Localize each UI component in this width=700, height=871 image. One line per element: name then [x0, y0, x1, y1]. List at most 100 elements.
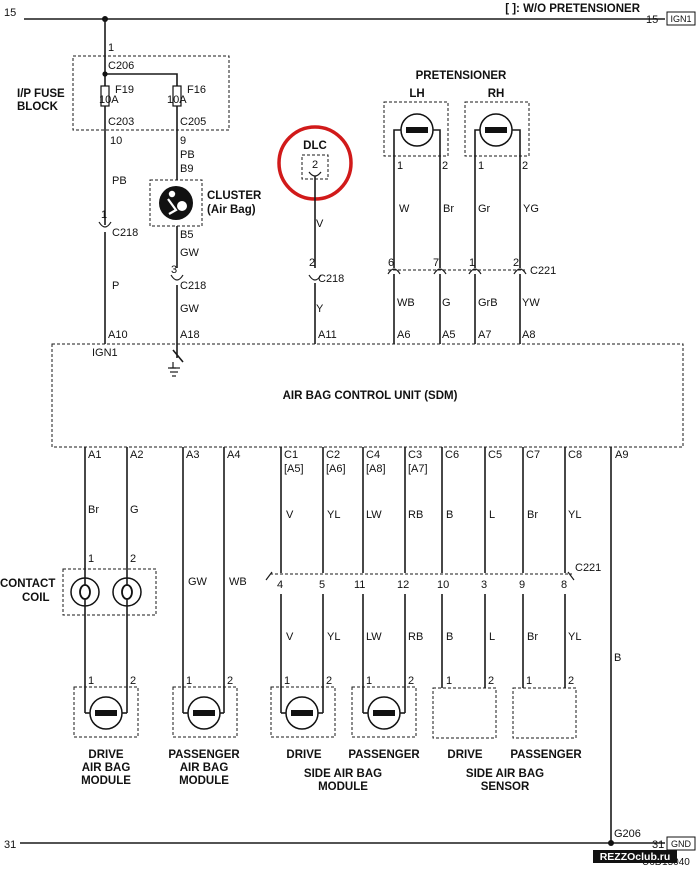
cluster-outline: [149, 179, 203, 227]
c218-pin1-mark: [98, 221, 112, 228]
sdm-pin-a18: A18: [180, 329, 200, 341]
ign-conn-name: C218: [112, 227, 138, 239]
cluster-pin-out: B5: [180, 229, 193, 241]
drive-module-label-3: MODULE: [81, 775, 131, 787]
c1-color-bottom: V: [286, 631, 294, 643]
sdm-pin-a3: A3: [186, 449, 199, 461]
header-circuit-right: 15: [646, 14, 658, 26]
side-pass-module-squib-icon: [363, 696, 405, 730]
sdm-pin-a8: A8: [522, 329, 535, 341]
passenger-module-label-1: PASSENGER: [168, 749, 240, 761]
pretensioner-rh-outline: [464, 101, 530, 157]
side-pass-sensor-outline: [512, 687, 577, 739]
rh-pin-1: 1: [478, 160, 484, 172]
passenger-module-pin-1: 1: [186, 675, 192, 687]
c2-color-top: YL: [327, 509, 340, 521]
lh-wire-1: [393, 129, 401, 268]
cluster-wire-mid-color: GW: [180, 247, 200, 259]
c4-color-top: LW: [366, 509, 382, 521]
pretensioner-lh-label: LH: [409, 88, 424, 100]
sdm-pin-a5: A5: [442, 329, 455, 341]
c221-lower-name: C221: [575, 562, 601, 574]
side-module-group-2: MODULE: [318, 781, 368, 793]
c221-lower-pin-11: 11: [354, 579, 365, 591]
sdm-pin-a9: A9: [615, 449, 628, 461]
sdm-ign-label: IGN1: [92, 347, 118, 359]
sdm-alt-pin-a7: [A7]: [408, 463, 428, 475]
sdm-a3-wire-color: GW: [188, 576, 208, 588]
sdm-a5-wire-color: G: [442, 297, 451, 309]
c221-pin6-mark: [387, 268, 401, 275]
cluster-conn-name: C218: [180, 280, 206, 292]
sdm-pin-a6: A6: [397, 329, 410, 341]
c221-upper-pin-6: 6: [388, 257, 394, 269]
c221-lower-pin-3: 3: [481, 579, 487, 591]
side-drive-sensor-label: DRIVE: [447, 749, 482, 761]
c1-color-top: V: [286, 509, 294, 521]
c221-pin2-mark: [513, 268, 527, 275]
sdm-pin-c6: C6: [445, 449, 459, 461]
side-drive-module-squib-icon: [281, 696, 323, 730]
sdm-a2-wire-color: G: [130, 504, 139, 516]
fuse-f19-connector: C203: [108, 116, 134, 128]
sdm-pin-c8: C8: [568, 449, 582, 461]
fuse-f19-rating: 10A: [99, 94, 119, 106]
fuse-f19-pin: 10: [110, 135, 122, 147]
sdm-pin-a11: A11: [318, 329, 337, 341]
rh-pin-2: 2: [522, 160, 528, 172]
c7-color-top: Br: [527, 509, 538, 521]
sdm-alt-pin-a6: [A6]: [326, 463, 346, 475]
ground-wire-color: B: [614, 652, 621, 664]
header-legend: [ ]: W/O PRETENSIONER: [505, 3, 641, 15]
sdm-title: AIR BAG CONTROL UNIT (SDM): [283, 390, 458, 402]
c8-color-bottom: YL: [568, 631, 581, 643]
footer-tag-box: [666, 836, 696, 851]
watermark-text: REZZOclub.ru: [600, 851, 671, 863]
side-module-group-1: SIDE AIR BAG: [304, 768, 382, 780]
side-pass-module-label: PASSENGER: [348, 749, 420, 761]
c221-upper-name: C221: [530, 265, 556, 277]
footer-circuit-right: 31: [652, 839, 664, 851]
ground-junction: [608, 840, 614, 846]
sdm-pin-a7: A7: [478, 329, 491, 341]
sdm-pin-a10: A10: [108, 329, 128, 341]
dlc-conn-name: C218: [318, 273, 344, 285]
dlc-pin: 2: [312, 159, 318, 171]
side-drive-module-outline: [270, 686, 336, 738]
cluster-conn-pin: 3: [171, 264, 177, 276]
c221-lower-pin-8: 8: [561, 579, 567, 591]
sdm-outline: [51, 343, 684, 448]
fuse-bus: [105, 73, 178, 86]
sdm-pin-a2: A2: [130, 449, 143, 461]
passenger-module-label-3: MODULE: [179, 775, 229, 787]
sdm-pin-a1: A1: [88, 449, 101, 461]
side-drive-sensor-outline: [432, 687, 497, 739]
rh-wire-1: [474, 129, 480, 268]
side-pass-module-outline: [351, 686, 417, 738]
lh-wire-2-color: Br: [443, 203, 454, 215]
dlc-wire-top-color: V: [316, 218, 324, 230]
sdm-a1-wire-color: Br: [88, 504, 99, 516]
c3-color-top: RB: [408, 509, 423, 521]
rh-wire-2-color: YG: [523, 203, 539, 215]
fuse-block-title-2: BLOCK: [17, 101, 59, 113]
sdm-pin-a4: A4: [227, 449, 240, 461]
c221-upper-pin-2: 2: [513, 257, 519, 269]
c4-color-bottom: LW: [366, 631, 382, 643]
c221-pin1-mark: [468, 268, 482, 275]
dlc-wire-bottom-color: Y: [316, 303, 324, 315]
side-pass-sensor-pin-1: 1: [526, 675, 532, 687]
footer-tag: GND: [671, 839, 692, 849]
airbag-warning-icon: [159, 186, 193, 220]
drive-module-outline: [73, 686, 139, 738]
fuse-f16-pin: 9: [180, 135, 186, 147]
passenger-module-squib-icon: [183, 696, 224, 730]
header-tag: IGN1: [670, 14, 691, 24]
sdm-alt-pin-a5: [A5]: [284, 463, 304, 475]
c221-upper-pin-1: 1: [469, 257, 475, 269]
lh-pin-1: 1: [397, 160, 403, 172]
side-pass-sensor-pin-2: 2: [568, 675, 574, 687]
footer-ground-point: G206: [614, 828, 641, 840]
sdm-alt-pin-a8: [A8]: [366, 463, 386, 475]
dlc-conn-pin: 2: [309, 257, 315, 269]
